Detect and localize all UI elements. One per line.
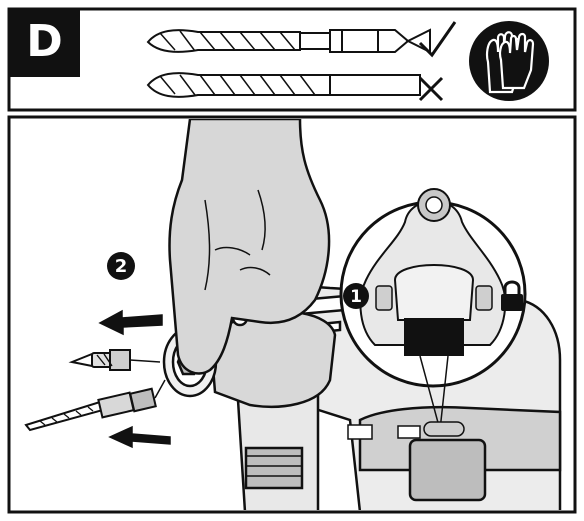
lock-icon	[501, 280, 523, 311]
step-two-marker: 2	[107, 252, 135, 280]
svg-text:✗: ✗	[0, 0, 1, 1]
drill-bit-icon	[146, 28, 431, 54]
check-mark: ✓	[0, 0, 457, 58]
screwdriver-bit-icon	[68, 349, 131, 371]
step-two-number: 2	[115, 256, 128, 277]
long-drill-bit-icon	[24, 387, 157, 432]
step-one-number: 1	[350, 287, 362, 307]
gloves-icon	[469, 21, 549, 101]
step-letter-badge: D	[9, 9, 80, 77]
step-one-marker: 1	[343, 283, 369, 309]
step-letter: D	[26, 16, 63, 67]
svg-text:✓: ✓	[0, 0, 1, 1]
drill-grip	[236, 374, 320, 510]
zoom-callout	[339, 188, 527, 431]
drill-bit-icon-wrong	[146, 72, 421, 98]
push-arrow-icon	[98, 309, 171, 449]
mode-indicator	[347, 421, 465, 440]
cross-mark: ✗	[0, 0, 444, 102]
hand	[168, 119, 331, 375]
